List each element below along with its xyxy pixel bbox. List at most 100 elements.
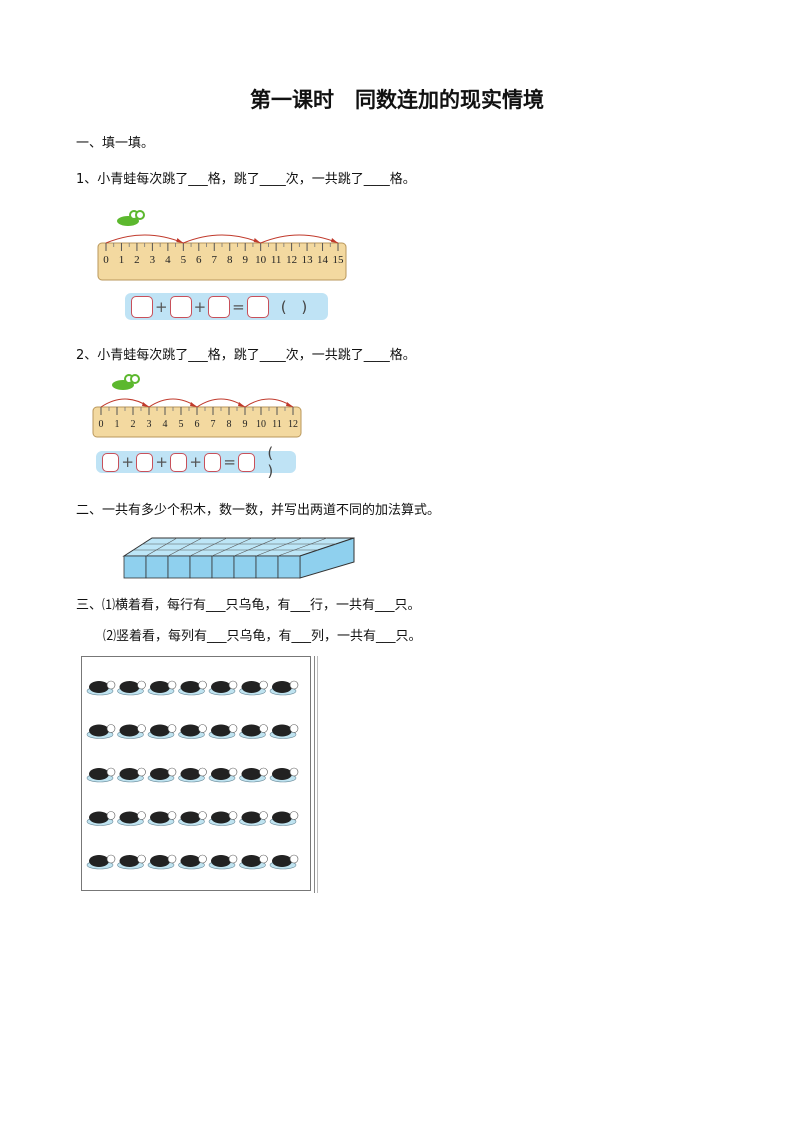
turtle-icon <box>117 767 146 783</box>
block <box>123 555 147 579</box>
frog-icon <box>112 374 140 390</box>
turtle-head <box>228 811 238 820</box>
block <box>189 555 213 579</box>
turtle-head <box>106 724 116 733</box>
arrow-head <box>253 238 261 243</box>
turtle-head <box>228 680 238 690</box>
turtle-icon <box>117 724 146 739</box>
divider <box>314 656 318 893</box>
frog-eye <box>130 374 140 384</box>
turtle-grid <box>86 680 299 870</box>
arrow-head <box>190 402 197 407</box>
turtle-shell <box>211 768 231 780</box>
turtle-shell <box>150 855 170 867</box>
ruler-label: 8 <box>227 254 233 266</box>
turtle-head <box>259 767 268 777</box>
turtle-icon <box>269 854 299 870</box>
turtle-icon <box>147 724 177 739</box>
turtle-shell <box>180 855 201 867</box>
turtle-head <box>106 811 116 820</box>
turtle-icon <box>86 724 116 739</box>
turtle-head <box>106 767 116 777</box>
ruler-label: 3 <box>150 254 156 266</box>
block <box>145 555 169 579</box>
turtle-icon <box>208 767 238 783</box>
turtle-shell <box>180 681 201 693</box>
turtle-icon <box>178 724 207 739</box>
turtle-icon <box>208 811 238 826</box>
answer-box[interactable] <box>131 295 153 318</box>
grid-line <box>145 537 178 557</box>
turtle-head <box>289 854 299 864</box>
turtle-shell <box>150 768 170 780</box>
turtle-head <box>106 854 116 864</box>
frog-icon <box>117 210 145 226</box>
answer-box[interactable] <box>102 452 120 472</box>
ruler-label: 13 <box>302 254 314 266</box>
turtle-shell <box>272 681 292 693</box>
ruler-label: 2 <box>131 419 136 430</box>
turtle-head <box>289 811 299 820</box>
answer-box[interactable] <box>237 452 256 472</box>
ruler-label: 5 <box>181 254 187 266</box>
turtle-icon <box>269 767 299 783</box>
turtle-icon <box>86 854 116 870</box>
turtle-shell <box>119 681 140 693</box>
turtle-shell <box>272 724 292 737</box>
turtle-shell <box>119 768 140 780</box>
arrow-head <box>238 402 245 407</box>
turtle-shell <box>241 811 262 824</box>
plus-sign: + <box>155 297 168 316</box>
turtle-head <box>198 811 207 820</box>
answer-box[interactable] <box>203 452 222 472</box>
plus-sign: + <box>155 453 168 471</box>
turtle-icon <box>239 811 268 826</box>
turtle-shell <box>211 681 231 693</box>
ruler-label: 7 <box>211 419 216 430</box>
turtle-head <box>289 767 299 777</box>
frog-eye <box>135 210 145 220</box>
ruler-label: 12 <box>286 254 297 266</box>
turtle-shell <box>150 811 170 824</box>
turtle-head <box>259 854 268 864</box>
ruler-label: 2 <box>134 254 140 266</box>
plus-sign: + <box>193 297 207 316</box>
answer-box[interactable] <box>169 295 192 318</box>
turtle-icon <box>117 680 146 696</box>
arrow-head <box>286 402 293 407</box>
turtle-icon <box>86 767 116 783</box>
turtle-shell <box>211 724 231 737</box>
turtle-shell <box>241 768 262 780</box>
turtle-head <box>289 724 299 733</box>
jump-arc <box>196 398 246 408</box>
answer-box[interactable] <box>135 452 154 472</box>
turtle-icon <box>147 811 177 826</box>
turtle-shell <box>272 855 292 867</box>
section-3-line-2: ⑵竖着看，每列有___只乌龟，有___列，一共有___只。 <box>103 629 422 644</box>
turtle-shell <box>211 855 231 867</box>
turtle-head <box>259 811 268 820</box>
arrow-head <box>142 402 149 407</box>
turtle-icon <box>239 680 268 696</box>
jump-arc <box>148 398 198 408</box>
turtles-image <box>81 656 311 891</box>
answer-box[interactable] <box>169 452 188 472</box>
turtle-icon <box>86 680 116 696</box>
jump-arc <box>183 234 261 244</box>
grid-line <box>255 537 303 557</box>
turtle-shell <box>272 811 292 824</box>
equals-sign: = <box>232 297 245 316</box>
answer-box[interactable] <box>246 295 269 318</box>
grid-line <box>167 537 203 557</box>
turtle-head <box>289 680 299 690</box>
question-2-text: 2、小青蛙每次跳了___格，跳了____次，一共跳了____格。 <box>76 348 416 363</box>
blocks-image <box>122 537 355 579</box>
question-1-text: 1、小青蛙每次跳了___格，跳了____次，一共跳了____格。 <box>76 172 416 187</box>
answer-box[interactable] <box>208 295 231 318</box>
turtle-shell <box>89 811 109 824</box>
turtle-shell <box>180 768 201 780</box>
ruler-label: 14 <box>317 254 329 266</box>
grid-line <box>211 537 253 557</box>
turtle-head <box>137 680 146 690</box>
